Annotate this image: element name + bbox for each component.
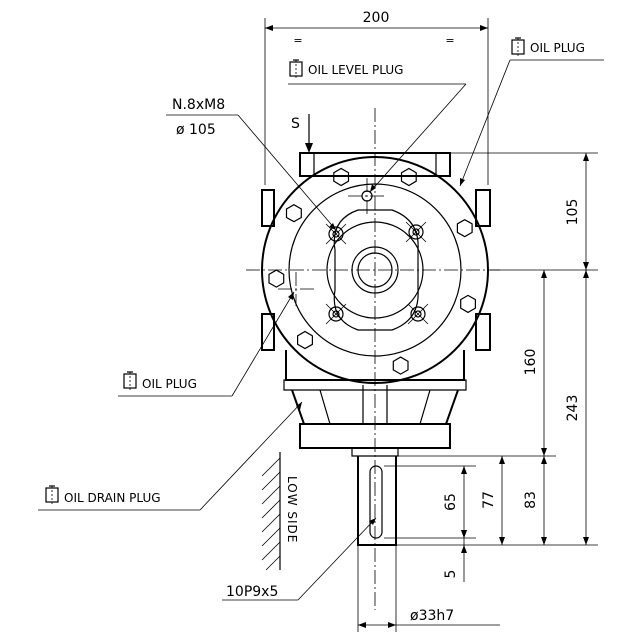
oil-plug-top-label: OIL PLUG: [530, 41, 585, 55]
dim-77: [499, 456, 505, 545]
bolt-circle-label: ø 105: [176, 122, 216, 138]
hex-bolt-head: [333, 167, 350, 187]
dim-top-to-center: 105: [565, 199, 581, 226]
oil-drain-plug-label: OIL DRAIN PLUG: [64, 491, 161, 505]
oil-level-plug-leader: [288, 83, 467, 193]
oil-drain-plug-leader: [38, 401, 303, 511]
oil-plug-left-leader: [118, 291, 295, 397]
dim-equal-right: =: [445, 34, 454, 47]
low-side-hatching: [261, 452, 281, 571]
dim-shaft-diameter-label: ø33h7: [410, 608, 454, 624]
keyway-leader: [222, 517, 377, 601]
centerlines: [246, 108, 500, 610]
dim-shoulder-to-end: 83: [523, 491, 539, 509]
flange-studs: [325, 221, 429, 325]
dim-105: [583, 153, 589, 270]
dim-65: [461, 466, 467, 538]
oil-level-plug-label: OIL LEVEL PLUG: [308, 63, 403, 77]
dim-200: [264, 18, 489, 185]
hex-bolt-head: [297, 330, 313, 350]
dim-shaft-diameter: [357, 545, 500, 632]
dim-right-extensions: [384, 152, 598, 546]
oil-drain-plug-icon: [45, 485, 59, 504]
section-arrow: [305, 114, 313, 153]
hex-bolts: [268, 167, 476, 375]
bolt-spec-label: N.8xM8: [172, 97, 225, 113]
oil-plug-left-label: OIL PLUG: [142, 377, 197, 391]
hex-bolt-head: [456, 219, 473, 238]
hex-bolt-head: [268, 269, 285, 288]
dim-83: [541, 456, 547, 545]
hex-bolt-head: [460, 294, 476, 314]
gearbox-housing: [261, 152, 491, 457]
oil-level-plug-marker: [348, 178, 386, 214]
dim-equal-left: =: [293, 34, 302, 47]
low-side-label: LOW SIDE: [285, 476, 299, 543]
oil-level-plug-icon: [289, 59, 303, 78]
dim-key-offset: 5: [443, 570, 459, 579]
dim-overall-width: 200: [363, 10, 390, 26]
dim-center-to-shaft-end: 243: [565, 395, 581, 422]
oil-plug-left-marker: [278, 272, 314, 306]
keyway-label: 10P9x5: [226, 584, 278, 600]
dim-key-length: 65: [443, 493, 459, 511]
hex-bolt-head: [392, 356, 409, 375]
oil-plug-left-icon: [123, 371, 137, 390]
hex-bolt-head: [285, 204, 302, 223]
dim-shaft-length: 77: [481, 491, 497, 509]
dim-5: [461, 530, 467, 582]
oil-plug-top-leader: [459, 59, 604, 187]
output-shaft: [357, 456, 397, 546]
section-marker-label: S: [291, 116, 300, 132]
dim-243: [583, 270, 589, 545]
bolt-spec-leader: [166, 114, 337, 231]
dim-center-to-shoulder: 160: [523, 349, 539, 376]
oil-plug-top-icon: [511, 37, 525, 56]
dim-160: [541, 270, 547, 456]
hex-bolt-head: [400, 167, 417, 187]
